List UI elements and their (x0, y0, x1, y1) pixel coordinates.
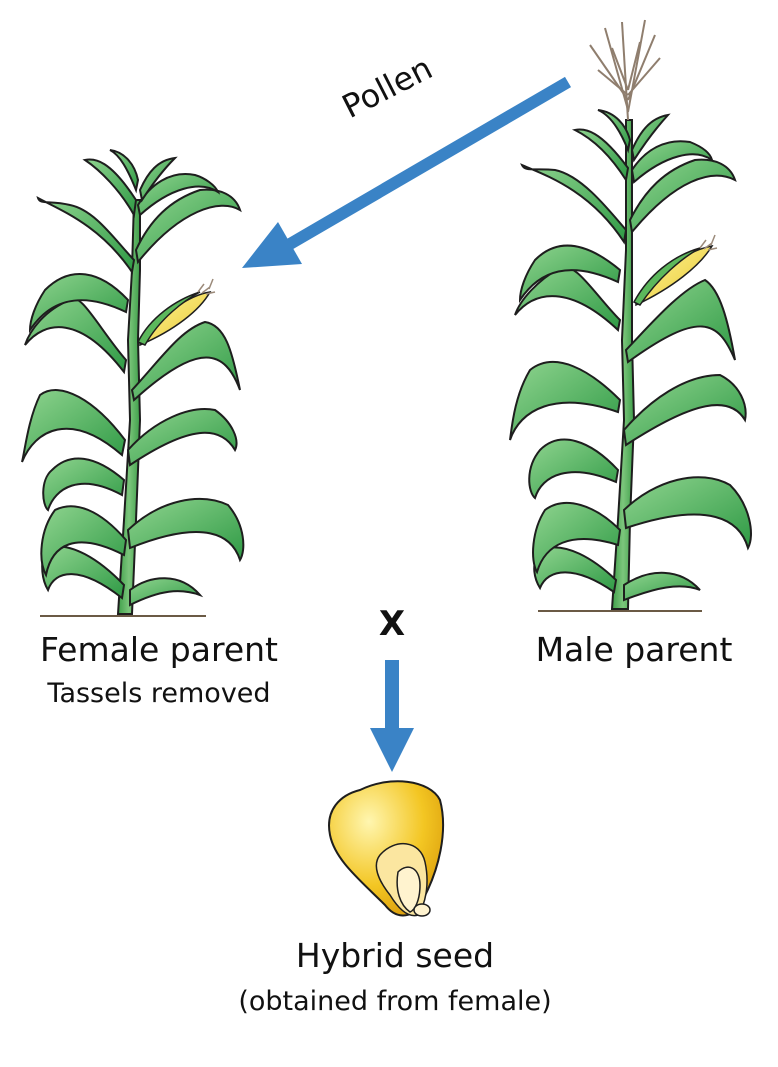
hybrid-seed-kernel (328, 780, 445, 917)
female-stalk (116, 199, 142, 615)
male-ear (632, 234, 718, 307)
cross-symbol: X (378, 604, 406, 644)
hybrid-seed-label: Hybrid seed (295, 936, 495, 975)
female-note-label: Tassels removed (47, 678, 271, 709)
pollen-arrow (242, 76, 572, 268)
female-ear (136, 278, 216, 347)
male-parent-label: Male parent (535, 630, 733, 669)
cross-down-arrow (370, 660, 414, 772)
hybrid-note-label: (obtained from female) (238, 986, 552, 1017)
female-parent-label: Female parent (40, 630, 278, 669)
male-tassel (589, 19, 661, 121)
male-corn-plant (509, 19, 752, 612)
female-corn-plant (21, 149, 245, 617)
